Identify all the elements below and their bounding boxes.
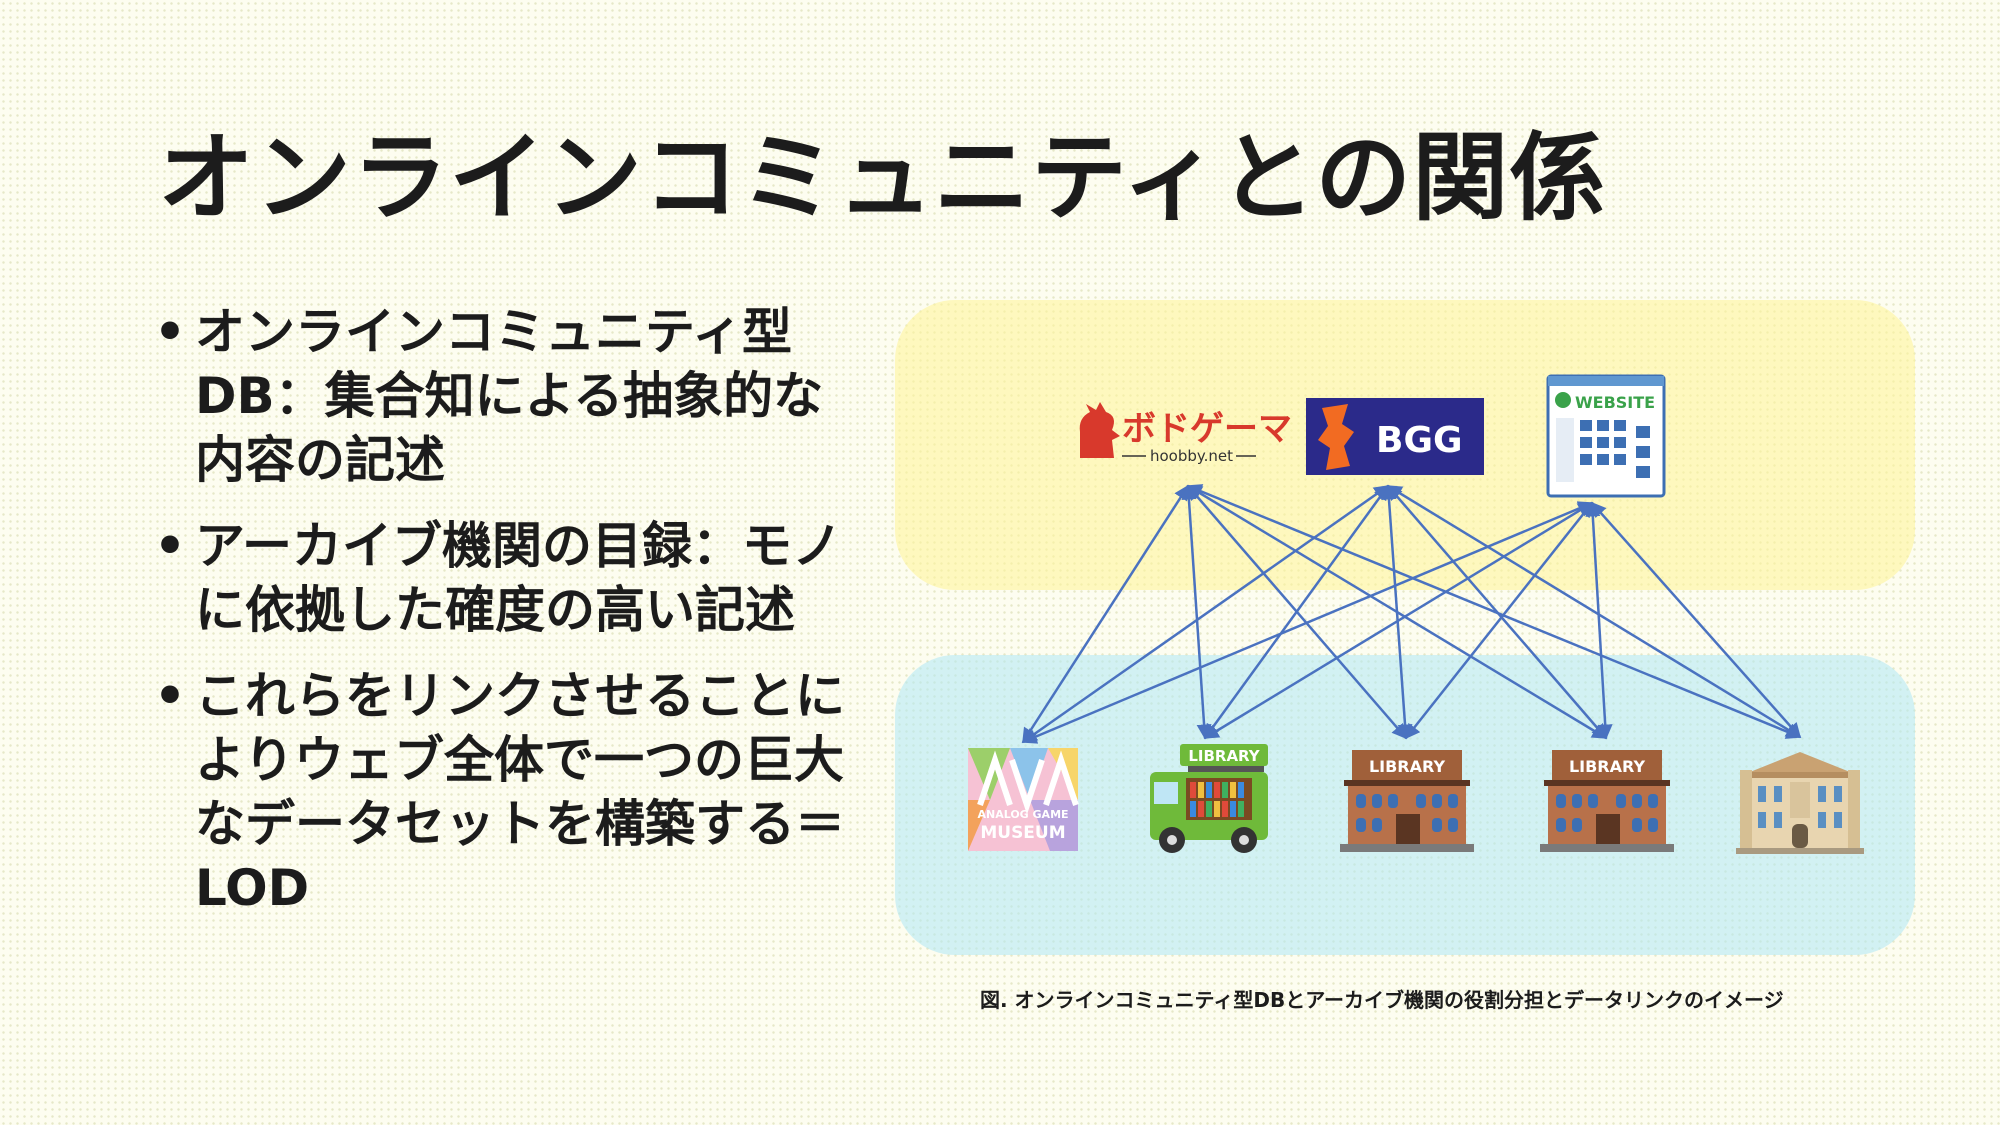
museum-building-roof (1750, 752, 1850, 772)
analog-game-museum-logo: ANALOG GAME MUSEUM (968, 748, 1079, 851)
website-sidebar (1556, 418, 1574, 482)
bgg-logo: BGG (1306, 398, 1484, 475)
bullet-item: •オンラインコミュニティ型DB：集合知による抽象的な内容の記述 (150, 300, 850, 492)
museum-logo-mark (977, 750, 1079, 815)
website-name: WEBSITE (1575, 393, 1655, 412)
figure-caption: 図. オンラインコミュニティ型DBとアーカイブ機関の役割分担とデータリンクのイメ… (980, 988, 1784, 1012)
bullet-text: アーカイブ機関の目録：モノに依拠した確度の高い記述 (195, 517, 842, 639)
library-2-sign (1552, 750, 1662, 780)
bullet-item: •アーカイブ機関の目録：モノに依拠した確度の高い記述 (150, 514, 850, 642)
link-line (1181, 484, 1212, 740)
bullet-text: これらをリンクさせることによりウェブ全体で一つの巨大なデータセットを構築する＝L… (195, 667, 845, 917)
link-line (1186, 484, 1802, 739)
bookmobile-window (1154, 782, 1178, 804)
bullet-dot: • (154, 303, 186, 361)
library-1-sign (1352, 750, 1462, 780)
bullet-item: •これらをリンクさせることによりウェブ全体で一つの巨大なデータセットを構築する＝… (150, 664, 850, 920)
library-2-door (1596, 814, 1620, 844)
link-line (1203, 501, 1594, 740)
bookmobile-label: LIBRARY (1188, 747, 1260, 765)
website-title-bar (1548, 376, 1664, 386)
museum-logo-line2: MUSEUM (980, 823, 1065, 843)
museum-building-door (1792, 824, 1808, 848)
bullet-dot: • (154, 667, 186, 725)
website-logo-icon (1555, 392, 1571, 408)
link-line (1591, 501, 1801, 739)
bodogema-logo: ボドゲーマ hoobby.net (1079, 402, 1292, 465)
library-2-label: LIBRARY (1569, 757, 1645, 776)
link-line (1387, 484, 1607, 740)
bullet-list: •オンラインコミュニティ型DB：集合知による抽象的な内容の記述 •アーカイブ機関… (150, 300, 850, 942)
bgg-meeple-icon (1318, 404, 1354, 470)
bgg-name: BGG (1376, 420, 1463, 461)
bookmobile-icon: LIBRARY (1150, 744, 1268, 853)
bookmobile-sign (1180, 744, 1268, 766)
library-1-door (1396, 814, 1420, 844)
link-line (1381, 484, 1413, 740)
link-line (1203, 484, 1390, 740)
website-icon: WEBSITE (1546, 374, 1666, 498)
library-building-1: LIBRARY (1340, 750, 1474, 852)
link-lines (1021, 484, 1802, 744)
museum-building-icon (1736, 752, 1864, 854)
library-1-label: LIBRARY (1369, 757, 1445, 776)
page-title: オンラインコミュニティとの関係 (158, 122, 1607, 234)
meeple-dragon-icon (1079, 402, 1120, 458)
library-building-2: LIBRARY (1540, 750, 1674, 852)
bullet-dot: • (154, 517, 186, 575)
link-line (1021, 484, 1190, 744)
museum-logo-line1: ANALOG GAME (977, 808, 1068, 821)
bodogema-sub: hoobby.net (1150, 447, 1233, 465)
bullet-text: オンラインコミュニティ型DB：集合知による抽象的な内容の記述 (195, 303, 824, 489)
bodogema-name: ボドゲーマ (1122, 409, 1292, 449)
link-line (1021, 484, 1390, 744)
link-line (1585, 501, 1613, 740)
link-line (1405, 501, 1593, 740)
